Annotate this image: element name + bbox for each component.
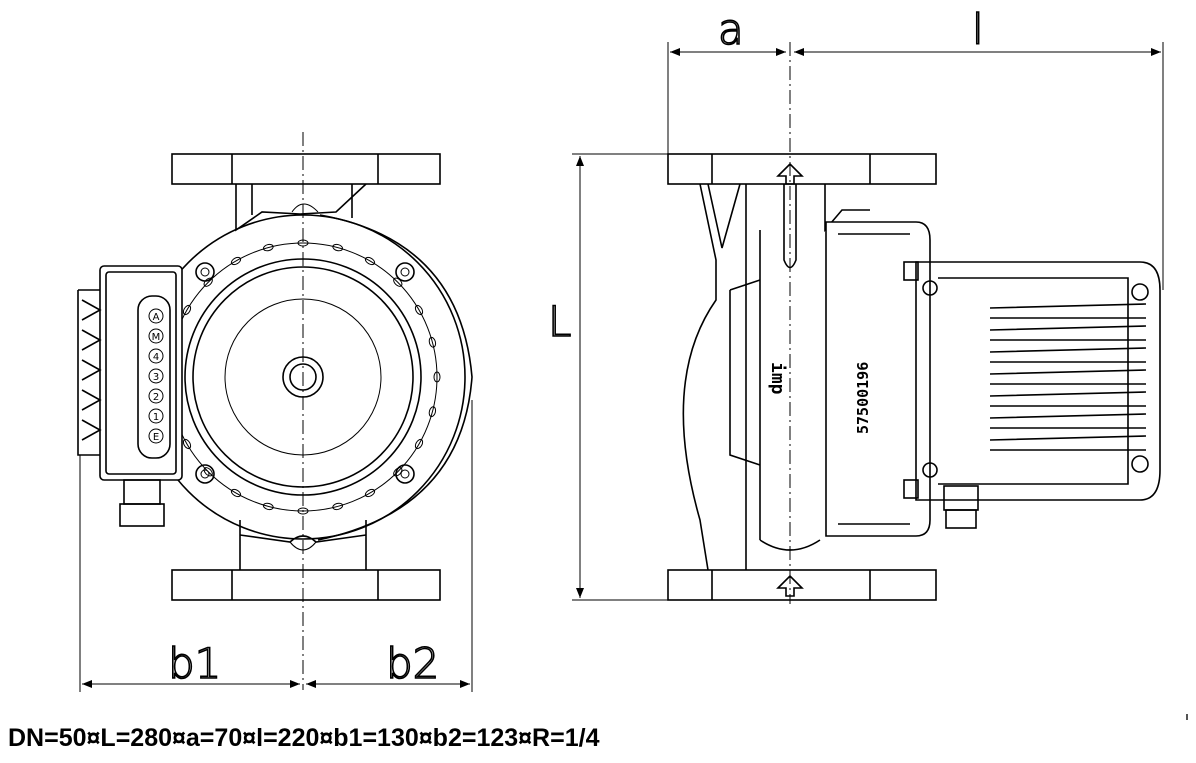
bolt-mark <box>428 406 437 418</box>
bolt-mark <box>433 371 441 383</box>
bolt-mark <box>364 488 376 498</box>
bolt-mark <box>262 502 274 511</box>
control-box <box>77 265 183 527</box>
bolt-mark <box>230 256 242 266</box>
motor-housing: 57500196 imp <box>767 221 931 537</box>
bolt-mark <box>203 467 213 477</box>
speed-selector: E 1 2 3 4 M A <box>148 308 164 444</box>
bolt-mark <box>414 438 424 450</box>
bolt-mark <box>262 243 274 252</box>
bolt-mark <box>414 304 424 316</box>
pump-technical-drawing: E 1 2 3 4 M A b1 b2 <box>77 4 1164 692</box>
bolt-mark <box>182 438 192 450</box>
bolt-mark <box>332 243 344 252</box>
dim-label-b2: b2 <box>386 639 439 688</box>
dimensions-caption: DN=50¤L=280¤a=70¤l=220¤b1=130¤b2=123¤R=1… <box>8 724 600 752</box>
bolt-mark <box>393 467 403 477</box>
switch-label: A <box>153 312 160 323</box>
dim-label-a: a <box>718 5 744 54</box>
dim-label-b1: b1 <box>168 639 221 688</box>
side-view: 57500196 imp <box>547 4 1164 604</box>
dimension-b1-b2: b1 b2 <box>79 400 473 692</box>
bolt-mark <box>182 304 192 316</box>
brand-logo: imp <box>767 362 788 395</box>
switch-label: 1 <box>153 412 159 423</box>
switch-label: 2 <box>153 392 159 403</box>
bolt-mark <box>428 336 437 348</box>
dim-label-l: l <box>972 5 984 54</box>
cooling-fins <box>989 303 1147 451</box>
bolt-mark <box>230 488 242 498</box>
casing-screws <box>195 262 415 484</box>
terminal-box <box>903 261 1161 529</box>
model-code: 57500196 <box>854 362 872 434</box>
bolt-mark <box>332 502 344 511</box>
switch-label: M <box>152 332 161 343</box>
dim-label-L: L <box>548 297 571 346</box>
edge-mark <box>1186 714 1188 720</box>
switch-label: 4 <box>153 352 159 363</box>
front-view: E 1 2 3 4 M A b1 b2 <box>77 132 473 692</box>
switch-label: E <box>153 432 159 443</box>
bolt-mark <box>297 507 309 515</box>
bolt-mark <box>364 256 376 266</box>
dimension-a-l: a l <box>667 4 1164 290</box>
switch-label: 3 <box>153 372 159 383</box>
dimension-L: L <box>547 153 668 601</box>
